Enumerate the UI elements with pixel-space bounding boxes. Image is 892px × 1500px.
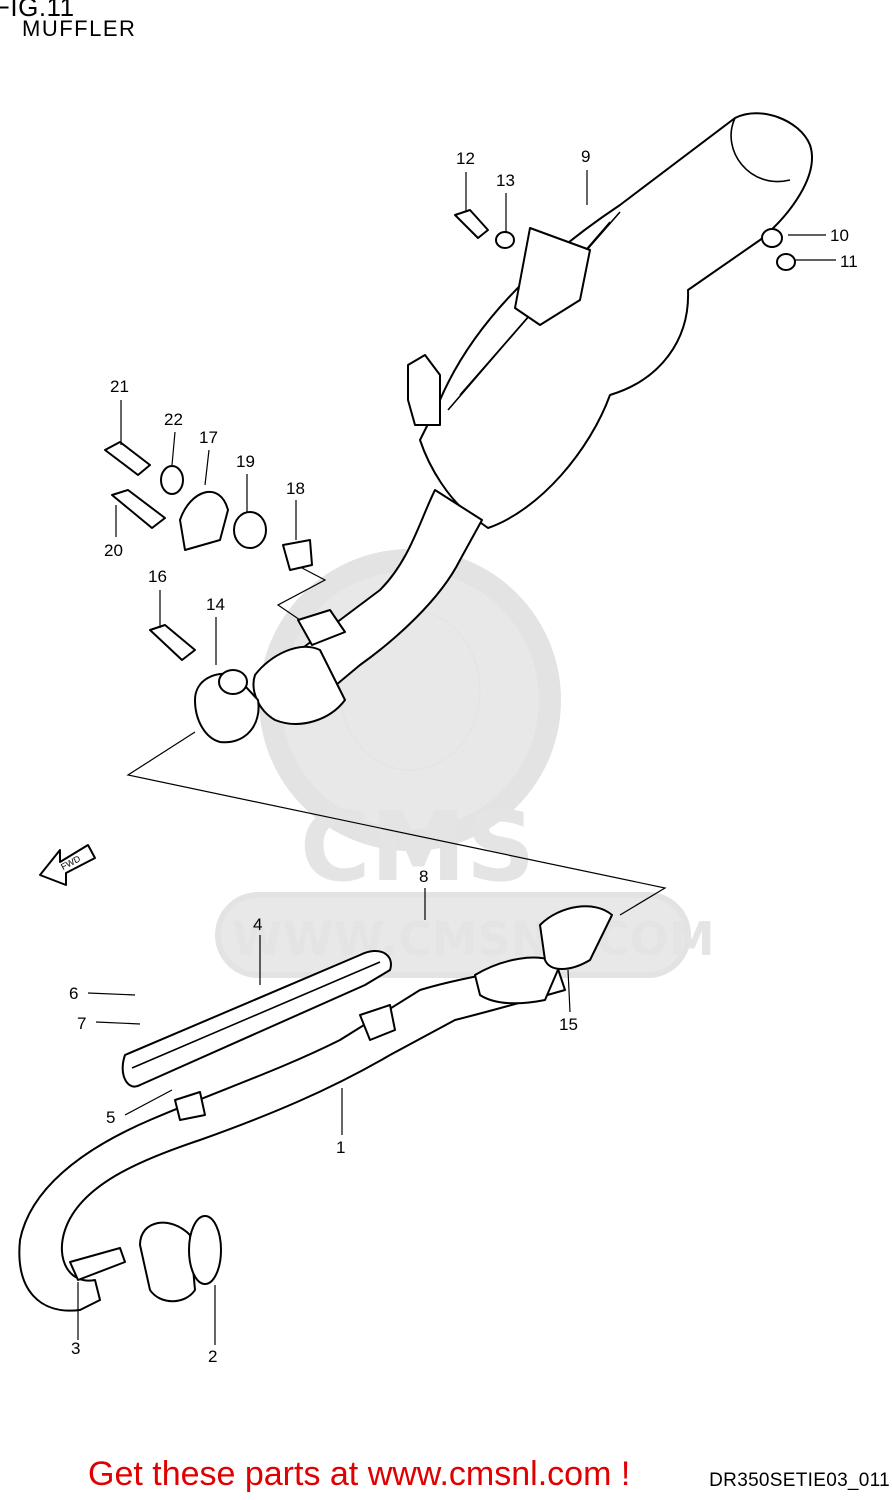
callout-22: 22 [164, 410, 183, 429]
callout-12: 12 [456, 149, 475, 168]
callout-18: 18 [286, 479, 305, 498]
part-1-exhaust-pipe [18, 905, 613, 1312]
callout-numbers: 1 2 3 4 5 6 7 8 9 10 11 12 13 14 15 16 1… [69, 147, 858, 1366]
callout-16: 16 [148, 567, 167, 586]
callout-5: 5 [106, 1108, 115, 1127]
watermark-logo-text: CMS [300, 791, 535, 903]
callout-leaders [77, 170, 836, 1345]
callout-2: 2 [208, 1347, 217, 1366]
callout-20: 20 [104, 541, 123, 560]
callout-7: 7 [77, 1014, 86, 1033]
callout-1: 1 [336, 1138, 345, 1157]
callout-8: 8 [419, 867, 428, 886]
callout-19: 19 [236, 452, 255, 471]
part-14-clamp [194, 669, 260, 744]
assembly-guide-lines [126, 567, 667, 916]
part-4-heat-shield [121, 950, 392, 1088]
watermark-url-text: WWW.CMSNL.COM [232, 912, 715, 966]
callout-15: 15 [559, 1015, 578, 1034]
callout-14: 14 [206, 595, 225, 614]
figure-title: FIG.11 [0, 0, 75, 22]
callout-9: 9 [581, 147, 590, 166]
drawing-code: DR350SETIE03_011 [709, 1470, 890, 1491]
callout-6: 6 [69, 984, 78, 1003]
bracket-fasteners [104, 209, 796, 661]
figure-subtitle: MUFFLER [22, 16, 137, 41]
fwd-arrow-icon: FWD [39, 844, 96, 886]
callout-3: 3 [71, 1339, 80, 1358]
part-2-3-flange-and-bolt [69, 1215, 222, 1303]
muffler-inlet-pipe [252, 489, 483, 725]
cmsnl-promo-link[interactable]: Get these parts at www.cmsnl.com ! [88, 1455, 631, 1493]
part-9-muffler [407, 112, 813, 529]
callout-13: 13 [496, 171, 515, 190]
cms-watermark: CMS WWW.CMSNL.COM [215, 549, 715, 978]
callout-17: 17 [199, 428, 218, 447]
callout-21: 21 [110, 377, 129, 396]
callout-4: 4 [253, 915, 262, 934]
callout-11: 11 [840, 252, 858, 271]
callout-10: 10 [830, 226, 849, 245]
